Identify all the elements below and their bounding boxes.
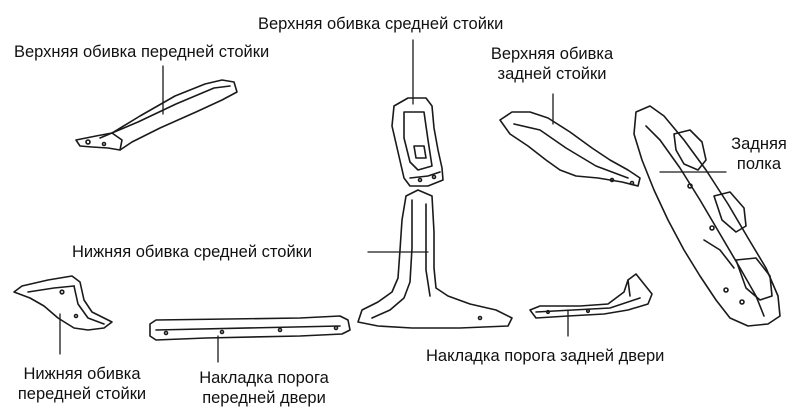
label-center-pillar-lower: Нижняя обивка средней стойки (72, 243, 313, 261)
front-pillar-lower-trim (13, 275, 113, 331)
label-front-pillar-lower: Нижняя обивка передней стойки (4, 364, 160, 404)
label-front-pillar-upper: Верхняя обивка передней стойки (14, 43, 270, 61)
label-rear-pillar-upper-line1: Верхняя обивка (490, 45, 614, 63)
rear-shelf (633, 105, 781, 327)
rear-door-scuff-plate (529, 273, 653, 319)
label-rear-pillar-upper: Верхняя обивка задней стойки (472, 44, 632, 84)
rear-pillar-upper-trim (499, 111, 641, 187)
front-door-scuff-plate (149, 315, 351, 341)
label-front-door-scuff: Накладка порога передней двери (180, 368, 348, 408)
label-rear-door-scuff: Накладка порога задней двери (426, 347, 665, 365)
leader-lines (59, 39, 727, 363)
label-rear-shelf-line2: полка (736, 155, 782, 173)
center-pillar-lower-trim (357, 189, 513, 329)
center-pillar-upper-trim (391, 97, 444, 187)
label-rear-pillar-upper-line2: задней стойки (497, 65, 607, 83)
label-center-pillar-upper: Верхняя обивка средней стойки (258, 15, 504, 33)
label-rear-shelf: Задняя полка (726, 134, 792, 174)
label-front-door-scuff-line2: передней двери (202, 389, 326, 407)
label-front-pillar-lower-line2: передней стойки (17, 385, 147, 403)
label-front-door-scuff-line1: Накладка порога (199, 369, 329, 387)
label-front-pillar-lower-line1: Нижняя обивка (23, 365, 141, 383)
label-rear-shelf-line1: Задняя (731, 135, 787, 153)
front-pillar-upper-trim (75, 79, 238, 151)
